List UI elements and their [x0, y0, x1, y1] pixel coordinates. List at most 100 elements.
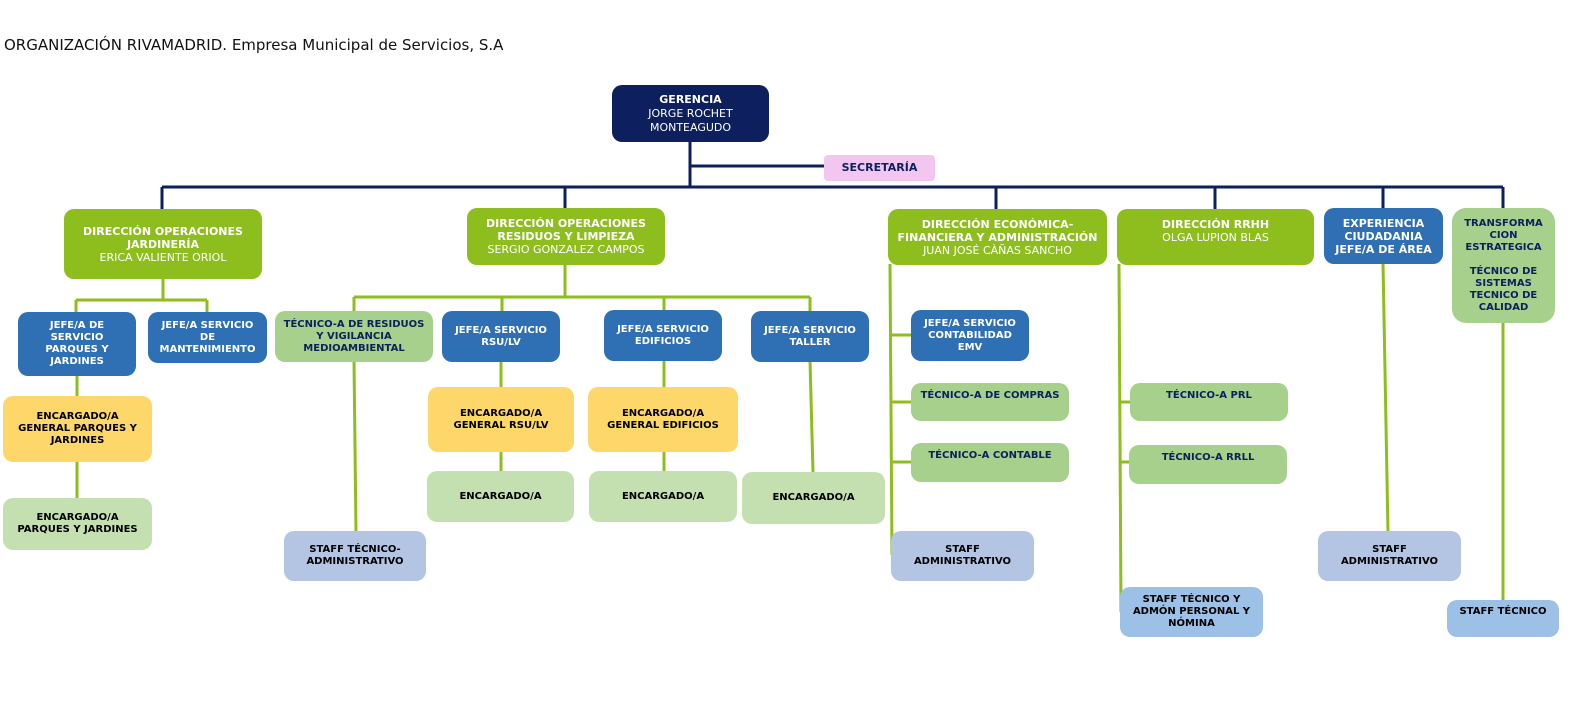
enc-gen-rsu-line2: GENERAL RSU/LV [453, 419, 549, 431]
transformacion-line1: TRANSFORMA [1464, 217, 1543, 229]
jefe-taller-line1: JEFE/A SERVICIO [764, 324, 856, 336]
jefe-taller-box[interactable]: JEFE/A SERVICIO TALLER [751, 311, 869, 362]
jefe-contabilidad-box[interactable]: JEFE/A SERVICIO CONTABILIDAD EMV [911, 310, 1029, 361]
jefe-rsu-line1: JEFE/A SERVICIO [455, 324, 547, 336]
enc-taller-label: ENCARGADO/A [772, 492, 855, 503]
economica-title-line2: FINANCIERA Y ADMINISTRACIÓN [897, 230, 1098, 244]
secretaria-box[interactable]: SECRETARÍA [824, 155, 935, 181]
jardineria-title-line2: JARDINERÍA [126, 237, 200, 251]
jefe-cont-line3: EMV [957, 341, 983, 353]
staff-eco-line1: STAFF [945, 544, 980, 555]
gerencia-name-line2: MONTEAGUDO [649, 120, 732, 134]
staff-tecnico-administrativo-box[interactable]: STAFF TÉCNICO- ADMINISTRATIVO [284, 531, 426, 581]
encargado-taller-box[interactable]: ENCARGADO/A [742, 472, 885, 524]
staff-rrhh-line3: NÓMINA [1168, 618, 1215, 629]
staff-rrhh-line2: ADMÓN PERSONAL Y [1132, 606, 1251, 617]
staff-administrativo-experiencia-box[interactable]: STAFF ADMINISTRATIVO [1318, 531, 1461, 581]
enc-gen-parques-line3: JARDINES [50, 435, 105, 446]
tecnico-residuos-line3: MEDIOAMBIENTAL [303, 342, 405, 354]
residuos-title-line1: DIRECCIÓN OPERACIONES [486, 217, 646, 230]
experiencia-line2: CIUDADANIA [1344, 229, 1423, 243]
experiencia-line3: JEFE/A DE ÁREA [1335, 242, 1432, 256]
tecnico-rrll-label: TÉCNICO-A RRLL [1161, 452, 1255, 463]
staff-rrhh-line1: STAFF TÉCNICO Y [1142, 594, 1241, 605]
experiencia-ciudadania-box[interactable]: EXPERIENCIA CIUDADANIA JEFE/A DE ÁREA [1324, 208, 1443, 264]
staff-tecnico-label: STAFF TÉCNICO [1459, 606, 1547, 617]
secretaria-label: SECRETARÍA [841, 161, 918, 174]
staff-administrativo-economica-box[interactable]: STAFF ADMINISTRATIVO [891, 531, 1034, 581]
transformacion-line3: ESTRATEGICA [1465, 241, 1542, 253]
residuos-title-line2: RESIDUOS Y LIMPIEZA [497, 230, 635, 243]
encargado-general-rsu-box[interactable]: ENCARGADO/A GENERAL RSU/LV [428, 387, 574, 452]
jefe-edificios-line1: JEFE/A SERVICIO [617, 323, 709, 335]
enc-gen-parques-line1: ENCARGADO/A [36, 411, 119, 422]
enc-gen-parques-line2: GENERAL PARQUES Y [18, 423, 137, 434]
jefe-parques-line3: PARQUES Y [45, 344, 109, 355]
tecnico-compras-label: TÉCNICO-A DE COMPRAS [920, 390, 1060, 401]
staff-exp-line2: ADMINISTRATIVO [1340, 556, 1439, 567]
tecnico-residuos-line2: Y VIGILANCIA [316, 330, 392, 342]
staff-res-line2: ADMINISTRATIVO [306, 556, 404, 567]
encargado-general-parques-box[interactable]: ENCARGADO/A GENERAL PARQUES Y JARDINES [3, 396, 152, 462]
direccion-economica-box[interactable]: DIRECCIÓN ECONÓMICA- FINANCIERA Y ADMINI… [888, 209, 1107, 265]
direccion-jardineria-box[interactable]: DIRECCIÓN OPERACIONES JARDINERÍA ERICA V… [64, 209, 262, 279]
encargado-edificios-box[interactable]: ENCARGADO/A [589, 471, 737, 522]
jefe-rsu-line2: RSU/LV [481, 336, 521, 348]
page-title: ORGANIZACIÓN RIVAMADRID. Empresa Municip… [4, 36, 504, 54]
residuos-director-name: SERGIO GONZALEZ CAMPOS [487, 243, 645, 256]
direccion-rrhh-box[interactable]: DIRECCIÓN RRHH OLGA LUPION BLAS [1117, 209, 1314, 265]
jefe-cont-line2: CONTABILIDAD [928, 329, 1012, 341]
tecnico-prl-box[interactable]: TÉCNICO-A PRL [1130, 383, 1288, 421]
jardineria-director-name: ERICA VALIENTE ORIOL [99, 250, 227, 264]
jefe-mant-line2: DE [199, 331, 216, 343]
jefe-parques-line4: JARDINES [50, 356, 104, 367]
direccion-residuos-box[interactable]: DIRECCIÓN OPERACIONES RESIDUOS Y LIMPIEZ… [467, 208, 665, 265]
gerencia-role: GERENCIA [659, 92, 722, 106]
jefe-edificios-line2: EDIFICIOS [634, 335, 692, 347]
encargado-parques-box[interactable]: ENCARGADO/A PARQUES Y JARDINES [3, 498, 152, 550]
gerencia-name-line1: JORGE ROCHET [648, 106, 733, 120]
tecnico-contable-label: TÉCNICO-A CONTABLE [928, 450, 1052, 461]
jefe-mantenimiento-box[interactable]: JEFE/A SERVICIO DE MANTENIMIENTO [148, 312, 267, 363]
transformacion-sub-line1: TÉCNICO DE [1469, 265, 1538, 277]
staff-exp-line1: STAFF [1372, 544, 1407, 555]
staff-res-line1: STAFF TÉCNICO- [309, 544, 401, 555]
tecnico-contable-box[interactable]: TÉCNICO-A CONTABLE [911, 443, 1069, 482]
staff-tecnico-transformacion-box[interactable]: STAFF TÉCNICO [1447, 600, 1559, 637]
experiencia-line1: EXPERIENCIA [1342, 216, 1425, 230]
encargado-general-edificios-box[interactable]: ENCARGADO/A GENERAL EDIFICIOS [588, 387, 738, 452]
tecnico-compras-box[interactable]: TÉCNICO-A DE COMPRAS [911, 383, 1069, 421]
rrhh-director-name: OLGA LUPION BLAS [1162, 231, 1269, 244]
enc-edif-label: ENCARGADO/A [621, 490, 705, 502]
transformacion-estrategica-box[interactable]: TRANSFORMA CION ESTRATEGICA TÉCNICO DE S… [1452, 208, 1555, 323]
tecnico-prl-label: TÉCNICO-A PRL [1166, 390, 1252, 401]
encargado-rsu-box[interactable]: ENCARGADO/A [427, 471, 574, 522]
enc-gen-edif-line2: GENERAL EDIFICIOS [607, 419, 719, 431]
rrhh-title: DIRECCIÓN RRHH [1161, 218, 1270, 231]
enc-parques-line1: ENCARGADO/A [36, 512, 119, 523]
transformacion-sub-line4: CALIDAD [1478, 301, 1529, 313]
tecnico-rrll-box[interactable]: TÉCNICO-A RRLL [1129, 445, 1287, 484]
enc-gen-edif-line1: ENCARGADO/A [621, 407, 705, 419]
transformacion-line2: CION [1489, 229, 1518, 241]
jefe-rsu-box[interactable]: JEFE/A SERVICIO RSU/LV [442, 311, 560, 362]
jefe-mant-line3: MANTENIMIENTO [159, 343, 256, 355]
tecnico-residuos-line1: TÉCNICO-A DE RESIDUOS [283, 318, 425, 330]
jefe-parques-line2: SERVICIO [50, 332, 104, 343]
staff-eco-line2: ADMINISTRATIVO [913, 556, 1012, 567]
economica-title-line1: DIRECCIÓN ECONÓMICA- [921, 217, 1074, 231]
jefe-parques-line1: JEFE/A DE [49, 320, 105, 331]
jefe-taller-line2: TALLER [789, 336, 831, 348]
gerencia-box[interactable]: GERENCIA JORGE ROCHET MONTEAGUDO [612, 85, 769, 142]
jardineria-title-line1: DIRECCIÓN OPERACIONES [83, 224, 243, 238]
jefe-parques-jardines-box[interactable]: JEFE/A DE SERVICIO PARQUES Y JARDINES [18, 312, 136, 376]
staff-tecnico-admon-personal-box[interactable]: STAFF TÉCNICO Y ADMÓN PERSONAL Y NÓMINA [1120, 587, 1263, 637]
jefe-mant-line1: JEFE/A SERVICIO [161, 319, 254, 331]
economica-director-name: JUAN JOSÉ CÀÑAS SANCHO [923, 243, 1072, 257]
tecnico-residuos-box[interactable]: TÉCNICO-A DE RESIDUOS Y VIGILANCIA MEDIO… [275, 311, 433, 362]
transformacion-sub-line2: SISTEMAS [1475, 277, 1532, 289]
enc-gen-rsu-line1: ENCARGADO/A [459, 407, 543, 419]
enc-rsu-label: ENCARGADO/A [459, 490, 542, 502]
jefe-edificios-box[interactable]: JEFE/A SERVICIO EDIFICIOS [604, 310, 722, 361]
